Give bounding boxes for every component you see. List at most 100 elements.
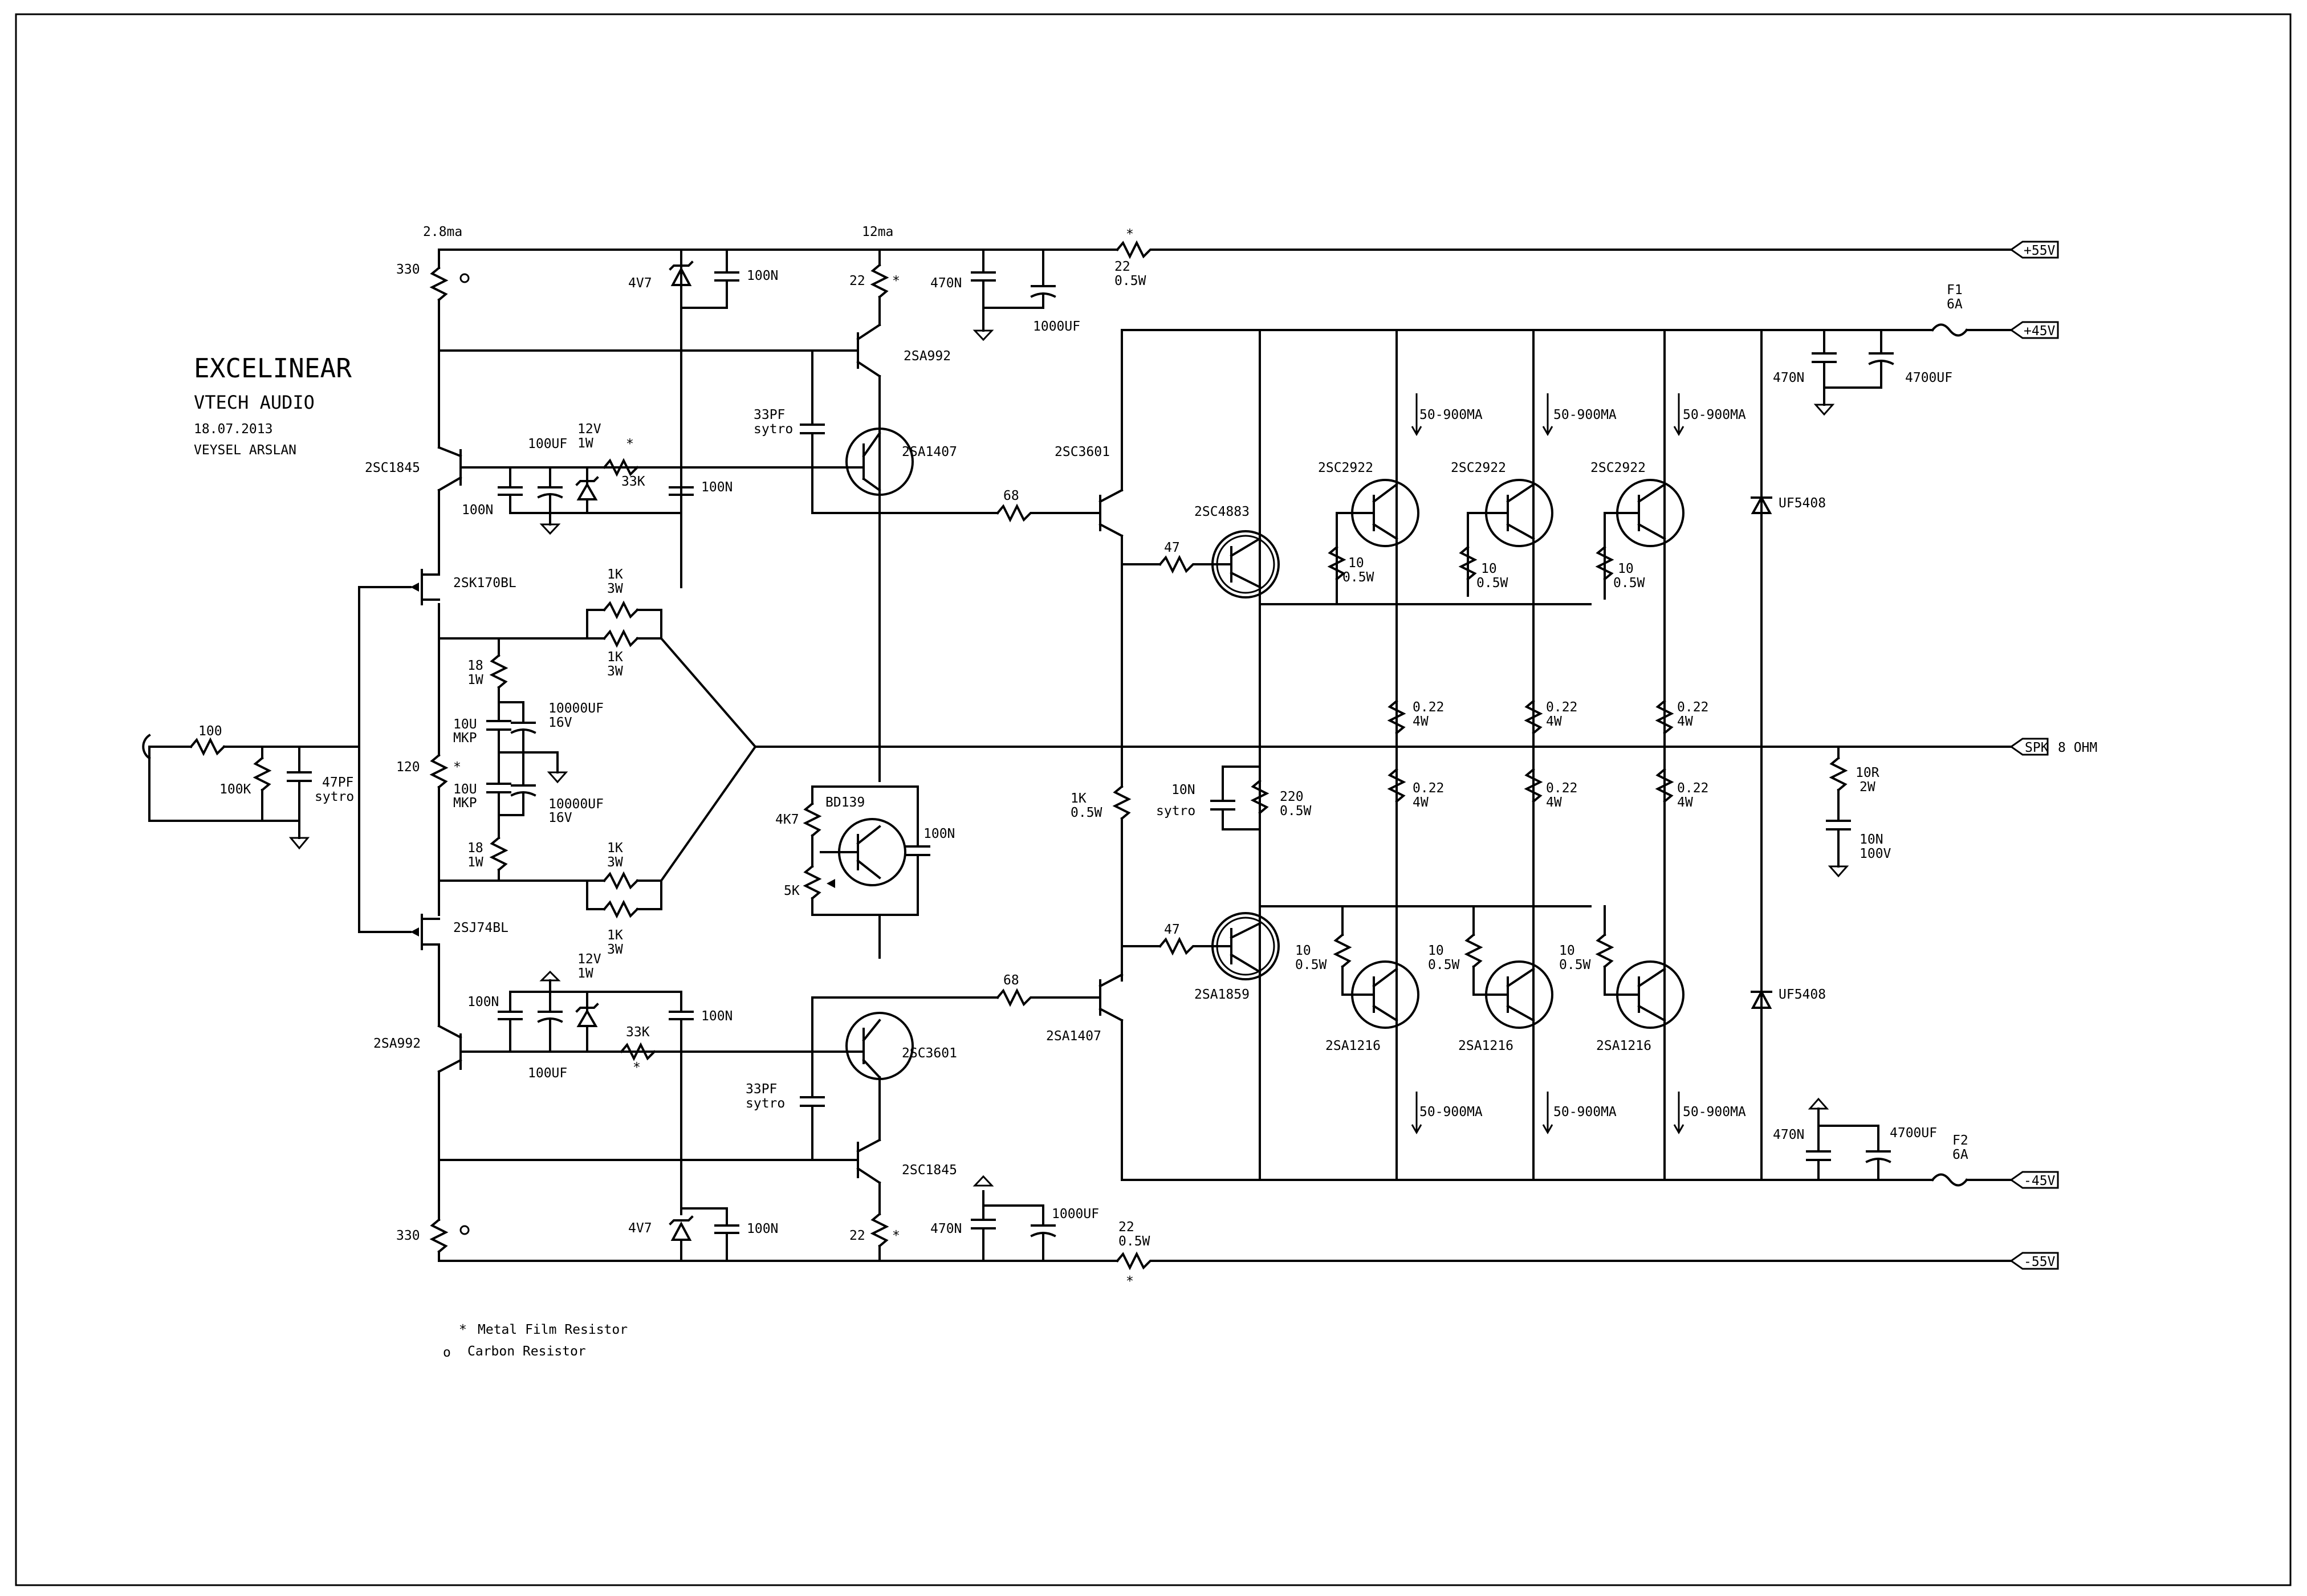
transistor-2sa1859 — [1211, 912, 1280, 980]
svg-text:0.22: 0.22 — [1677, 781, 1708, 796]
title-text: EXCELINEAR — [194, 353, 352, 384]
svg-text:100K: 100K — [219, 782, 251, 797]
svg-text:0.5W: 0.5W — [1280, 804, 1312, 819]
svg-text:4W: 4W — [1677, 795, 1693, 810]
svg-text:2SA1216: 2SA1216 — [1458, 1039, 1513, 1053]
resistor-0.22-npn-1 — [1387, 699, 1406, 735]
transistor-2sc2922-2 — [1485, 479, 1553, 547]
legend-carbon-text: Carbon Resistor — [467, 1344, 586, 1359]
svg-text:*: * — [633, 1060, 641, 1075]
svg-text:470N: 470N — [930, 1222, 962, 1236]
svg-text:1K: 1K — [1071, 791, 1087, 806]
svg-text:3W: 3W — [607, 664, 623, 679]
resistor-22-bot — [870, 1212, 889, 1248]
svg-text:0.5W: 0.5W — [1071, 805, 1102, 820]
transistor-2sa1216-3 — [1616, 960, 1685, 1029]
rail-tag-minus45: -45V — [2009, 1171, 2059, 1189]
jfet-2sj74: 2SJ74BL — [410, 914, 508, 950]
top-vas-area: 4V7 100N 100UF 12V 1W * 33K 100N 100N 22 — [462, 225, 1164, 782]
svg-text:50-900MA: 50-900MA — [1553, 408, 1617, 422]
resistor-22-top — [870, 263, 889, 299]
svg-text:10N: 10N — [1860, 832, 1883, 847]
resistor-10-pnp-3 — [1595, 933, 1614, 968]
resistor-0.22-pnp-3 — [1655, 768, 1674, 803]
resistor-10-npn-3 — [1595, 545, 1614, 581]
fuse-f1 — [1931, 323, 1968, 337]
driver-stage: 68 2SC3601 1K 0.5W 68 2SA1407 47 2SC4883… — [996, 329, 1592, 1181]
resistor-100 — [189, 737, 226, 756]
svg-text:2SC4883: 2SC4883 — [1194, 504, 1250, 519]
svg-text:0.5W: 0.5W — [1476, 576, 1508, 591]
resistor-330-bot — [429, 1218, 449, 1253]
svg-text:2SK170BL: 2SK170BL — [453, 576, 516, 591]
resistor-1k-3w-1 — [603, 600, 639, 620]
svg-text:4V7: 4V7 — [628, 276, 652, 291]
svg-text:10: 10 — [1428, 943, 1444, 958]
input-stage: 100 100K 47PF sytro — [142, 586, 412, 933]
svg-text:22: 22 — [1114, 259, 1130, 274]
svg-text:-45V: -45V — [2024, 1174, 2056, 1188]
rail-tags: +55V +45V SPK 8 OHM -45V -55V — [2009, 241, 2097, 1270]
svg-text:22: 22 — [849, 1228, 865, 1243]
svg-text:100N: 100N — [701, 480, 733, 495]
transistor-2sc2922-1 — [1351, 479, 1419, 547]
supply-rails — [438, 249, 2012, 1262]
svg-text:+45V: +45V — [2024, 324, 2056, 339]
svg-text:0.22: 0.22 — [1546, 700, 1577, 715]
svg-text:0.5W: 0.5W — [1118, 1234, 1150, 1249]
svg-text:33K: 33K — [626, 1025, 650, 1040]
svg-text:1K: 1K — [607, 567, 623, 582]
resistor-0.22-npn-2 — [1524, 699, 1543, 735]
svg-text:100V: 100V — [1860, 846, 1891, 861]
svg-text:F1: F1 — [1947, 283, 1963, 298]
svg-text:*: * — [1126, 1274, 1134, 1289]
resistor-1k-3w-2 — [603, 629, 639, 648]
svg-text:50-900MA: 50-900MA — [1419, 408, 1483, 422]
transistor-2sa1216-2 — [1485, 960, 1553, 1029]
transistor-2sa1407-vas — [845, 427, 914, 496]
transistor-2sa1216-1 — [1351, 960, 1419, 1029]
svg-text:12V: 12V — [577, 422, 601, 437]
svg-text:50-900MA: 50-900MA — [1553, 1105, 1617, 1119]
svg-text:2SC2922: 2SC2922 — [1451, 461, 1506, 475]
resistor-18-bot — [489, 836, 508, 872]
sheet-border — [15, 13, 2292, 1586]
svg-text:1W: 1W — [577, 436, 593, 451]
svg-text:*: * — [626, 437, 634, 451]
svg-text:4W: 4W — [1413, 714, 1429, 729]
svg-text:sytro: sytro — [754, 422, 793, 437]
svg-text:18: 18 — [467, 658, 483, 673]
svg-text:1000UF: 1000UF — [1052, 1207, 1099, 1222]
legend: * Metal Film Resistor o Carbon Resistor — [443, 1322, 628, 1360]
resistor-0.22-pnp-2 — [1524, 768, 1543, 803]
svg-text:10R: 10R — [1856, 766, 1879, 780]
svg-text:10000UF: 10000UF — [548, 701, 604, 716]
resistor-10-npn-2 — [1458, 545, 1478, 581]
svg-text:*: * — [453, 760, 461, 775]
svg-text:10: 10 — [1481, 561, 1497, 576]
svg-text:470N: 470N — [1773, 1127, 1804, 1142]
svg-text:F2: F2 — [1952, 1133, 1968, 1148]
svg-text:0.5W: 0.5W — [1114, 274, 1146, 288]
svg-text:100N: 100N — [747, 268, 778, 283]
svg-text:8 OHM: 8 OHM — [2058, 740, 2097, 755]
rail-protection: UF5408 UF5408 470N 4700UF F1 6A 470N 470… — [1751, 283, 1974, 1187]
svg-text:0.22: 0.22 — [1413, 781, 1444, 796]
ground-symbol — [288, 837, 310, 850]
svg-text:10: 10 — [1295, 943, 1311, 958]
resistor-4k7 — [803, 802, 822, 837]
svg-text:100UF: 100UF — [528, 437, 567, 451]
svg-text:2W: 2W — [1860, 780, 1875, 795]
svg-text:1K: 1K — [607, 650, 623, 665]
resistor-0.22-pnp-1 — [1387, 768, 1406, 803]
svg-text:4700UF: 4700UF — [1905, 370, 1952, 385]
svg-text:2.8ma: 2.8ma — [423, 225, 462, 239]
svg-text:470N: 470N — [1773, 370, 1804, 385]
resistor-10-npn-1 — [1327, 545, 1346, 581]
svg-text:3W: 3W — [607, 942, 623, 957]
svg-text:0.5W: 0.5W — [1559, 958, 1591, 972]
svg-text:sytro: sytro — [315, 789, 354, 804]
svg-text:50-900MA: 50-900MA — [1419, 1105, 1483, 1119]
resistor-18-top — [489, 654, 508, 689]
svg-text:2SA1407: 2SA1407 — [902, 445, 957, 459]
